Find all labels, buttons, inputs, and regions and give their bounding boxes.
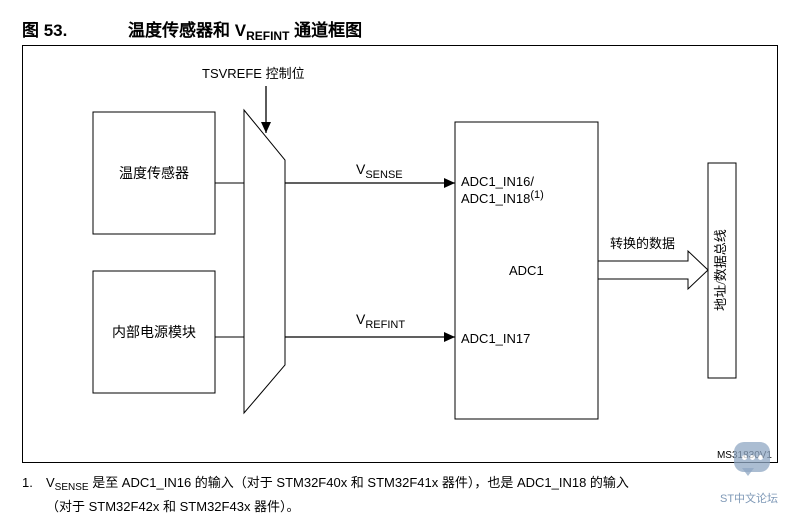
footnote-v: V xyxy=(46,475,55,490)
vrefint-label: VREFINT xyxy=(356,311,405,331)
internal-supply-block xyxy=(92,270,216,394)
adc1-label: ADC1 xyxy=(509,263,544,278)
figure-title: 图 53. 温度传感器和 VREFINT 通道框图 xyxy=(22,16,362,43)
footnote: 1. VSENSE 是至 ADC1_IN16 的输入（对于 STM32F40x 和… xyxy=(22,473,629,516)
chat-bubble-icon xyxy=(734,442,770,472)
footnote-subscript: SENSE xyxy=(54,482,89,493)
analog-switch xyxy=(243,108,286,415)
internal-supply-label: 内部电源模块 xyxy=(112,324,196,340)
watermark-text: ST中文论坛 xyxy=(720,493,779,505)
diagram-frame xyxy=(22,45,778,463)
footnote-index: 1. xyxy=(22,475,33,490)
converted-data-arrow xyxy=(597,249,709,291)
temperature-sensor-block xyxy=(92,111,216,235)
address-data-bus xyxy=(707,162,737,379)
footnote-line-2: （对于 STM32F42x 和 STM32F43x 器件）。 xyxy=(46,499,300,514)
vsense-label: VSENSE xyxy=(356,161,403,181)
footnote-line-1: 是至 ADC1_IN16 的输入（对于 STM32F40x 和 STM32F41… xyxy=(88,475,629,490)
adc-in17-label: ADC1_IN17 xyxy=(461,331,530,346)
adc-in16-label: ADC1_IN16/ xyxy=(461,174,534,189)
figure-title-suffix: 通道框图 xyxy=(289,21,363,40)
converted-data-label: 转换的数据 xyxy=(610,236,675,251)
forum-watermark: ST中文论坛 xyxy=(720,432,782,514)
control-bit-label: TSVREFE 控制位 xyxy=(202,66,305,81)
figure-number: 图 53. xyxy=(22,21,68,40)
address-data-bus-label: 地址/数据总线 xyxy=(713,229,728,311)
temperature-sensor-label: 温度传感器 xyxy=(119,165,189,181)
adc-in18-label: ADC1_IN18(1) xyxy=(461,189,544,206)
figure-title-subscript: REFINT xyxy=(246,29,290,43)
figure-title-text: 温度传感器和 V xyxy=(128,21,247,40)
